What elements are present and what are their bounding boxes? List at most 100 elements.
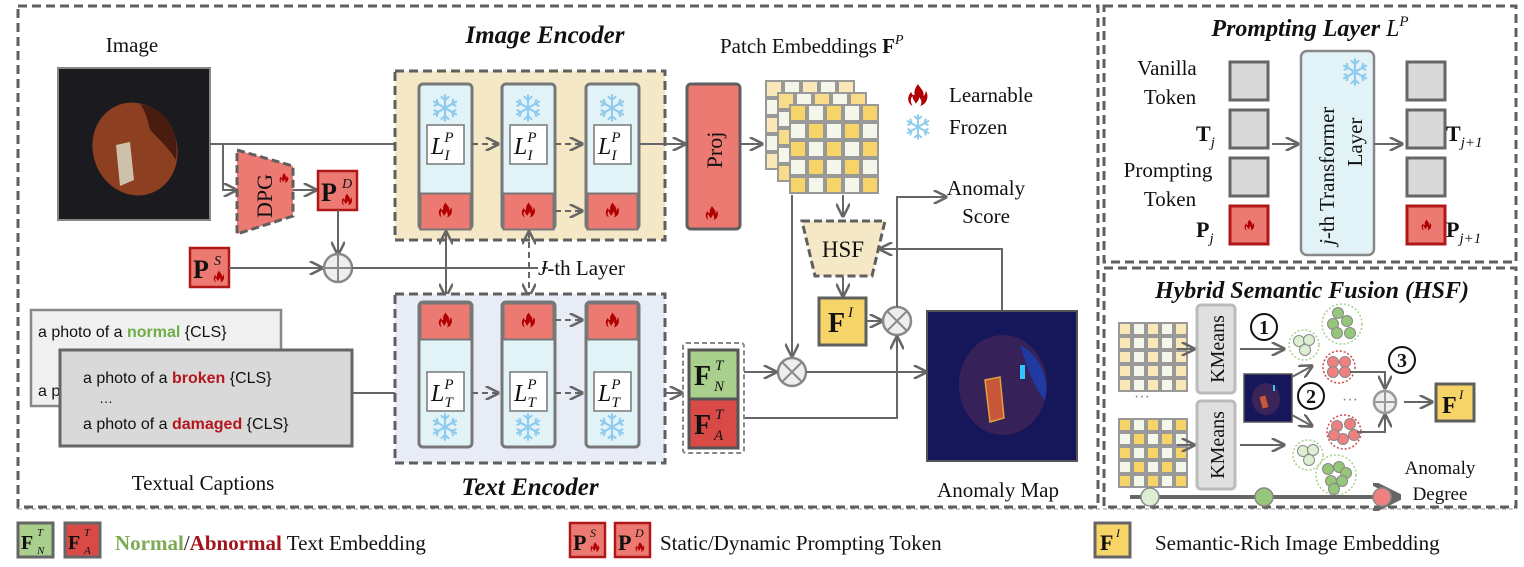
legend-normal: Normal (115, 531, 184, 555)
fa-sub: A (713, 428, 724, 444)
layer-base: L (430, 134, 444, 160)
layer-sub: I (527, 148, 534, 164)
patch-embeddings-label: Patch Embeddings FP (720, 33, 904, 58)
tj1-base: T (1446, 121, 1461, 146)
jth-layer-label: J-th Layer (538, 256, 625, 280)
caption-prefix: a photo of a (83, 370, 172, 387)
legend-pd-base: P (618, 530, 631, 555)
normal-cluster-light (1288, 329, 1320, 361)
patch-grid-front (789, 104, 879, 194)
layer-sup: P (526, 130, 536, 146)
transformer-layer: j-th Transformer Layer (1299, 49, 1376, 257)
legend-ps-base: P (573, 530, 586, 555)
proj-label: Proj (702, 132, 727, 169)
anomaly-map-thumbnail (1243, 373, 1293, 423)
vanilla-token (1405, 156, 1447, 198)
pj1-base: P (1446, 217, 1459, 242)
pj-base: P (1196, 217, 1209, 242)
vanilla-token (1228, 108, 1270, 150)
image-label: Image (106, 33, 158, 57)
caption-normal-line-partial: a p (38, 383, 60, 400)
tj-label: Tj (1196, 121, 1215, 151)
multiply-operator-icon (881, 305, 913, 337)
legend-ps: P S (568, 521, 607, 559)
anomaly-degree-label: Anomaly (1405, 458, 1476, 479)
vanilla-token (1405, 60, 1447, 102)
sum-operator-icon (1372, 389, 1398, 415)
anomaly-degree-axis (1130, 488, 1398, 506)
fa-base: F (694, 410, 711, 441)
layer-sup: P (443, 130, 453, 146)
caption-keyword-broken: broken (172, 370, 225, 387)
pl-title-text: Prompting Layer (1210, 16, 1380, 42)
fn-sub: N (713, 379, 725, 395)
layer-sub: I (611, 148, 618, 164)
layer-sup: P (526, 377, 536, 393)
pj1-sub: j+1 (1457, 231, 1481, 247)
hsf-grid-ellipsis: ··· (1134, 389, 1150, 406)
patch-embeddings-stack (765, 80, 879, 194)
step-2-badge: 2 (1297, 382, 1325, 410)
vanilla-token (1228, 156, 1270, 198)
kmeans-box: KMeans (1195, 399, 1237, 491)
degree-marker-low (1140, 487, 1160, 507)
degree-marker-mid (1254, 487, 1274, 507)
legend-fn-base: F (21, 532, 33, 554)
patch-symbol: F (882, 34, 895, 58)
prompting-layer-frame (1102, 4, 1518, 264)
pj-label: Pj (1196, 217, 1214, 247)
hsf-frame (1102, 266, 1518, 509)
caption-broken-line: a photo of a broken {CLS} (83, 370, 272, 387)
normal-cluster (1321, 303, 1363, 345)
hsf-title: Hybrid Semantic Fusion (HSF) (1154, 278, 1469, 304)
fa-to-mult-arrow (744, 337, 897, 419)
flame-icon (908, 84, 928, 106)
caption-suffix: {CLS} (225, 370, 272, 387)
dynamic-prompt-token: P D (316, 169, 359, 212)
caption-normal-line: a photo of a normal {CLS} (38, 324, 227, 341)
legend-learnable: Learnable (949, 83, 1033, 107)
pl-title-symbol: L (1385, 16, 1399, 42)
patch-text: Patch Embeddings (720, 34, 877, 58)
step-3-badge: 3 (1388, 346, 1416, 374)
prompting-token-label-2: Token (1144, 187, 1197, 211)
static-prompt-token: P S (188, 246, 231, 289)
caption-prefix: a photo of a (38, 324, 127, 341)
jth-text: -th Layer (547, 256, 625, 280)
step-3-label: 3 (1397, 350, 1407, 372)
legend-fa-base: F (68, 532, 80, 554)
hsf-output-fi: F I (1434, 382, 1476, 423)
caption-suffix: {CLS} (242, 416, 289, 433)
vanilla-token (1228, 60, 1270, 102)
sum-operator-icon (322, 252, 354, 284)
step-1-badge: 1 (1250, 313, 1278, 341)
semantic-image-embedding: F I (817, 296, 868, 347)
anomaly-degree-label-2: Degree (1413, 484, 1468, 505)
hsf-fi-sup: I (1458, 387, 1464, 402)
layer-base: L (430, 381, 444, 407)
tj-sub: j (1209, 135, 1215, 151)
pl-title-sup: P (1398, 14, 1408, 30)
layer-base: L (597, 381, 611, 407)
vanilla-token (1405, 108, 1447, 150)
legend-pd: P D (613, 521, 652, 559)
normal-cluster (1315, 454, 1357, 496)
layer-sup: P (443, 377, 453, 393)
fa-sup: T (715, 407, 725, 423)
layer-sup: P (610, 130, 620, 146)
image-to-dpg-arrow (222, 144, 236, 190)
pj-sub: j (1207, 231, 1213, 247)
hsf-patch-grid (1118, 418, 1188, 488)
abnormal-text-embedding: F T A (687, 397, 740, 450)
vanilla-token-label-2: Token (1144, 85, 1197, 109)
caption-prefix: a photo of a (83, 416, 172, 433)
hsf-patch-grid (1118, 322, 1188, 392)
caption-damaged-line: a photo of a damaged {CLS} (83, 416, 289, 433)
